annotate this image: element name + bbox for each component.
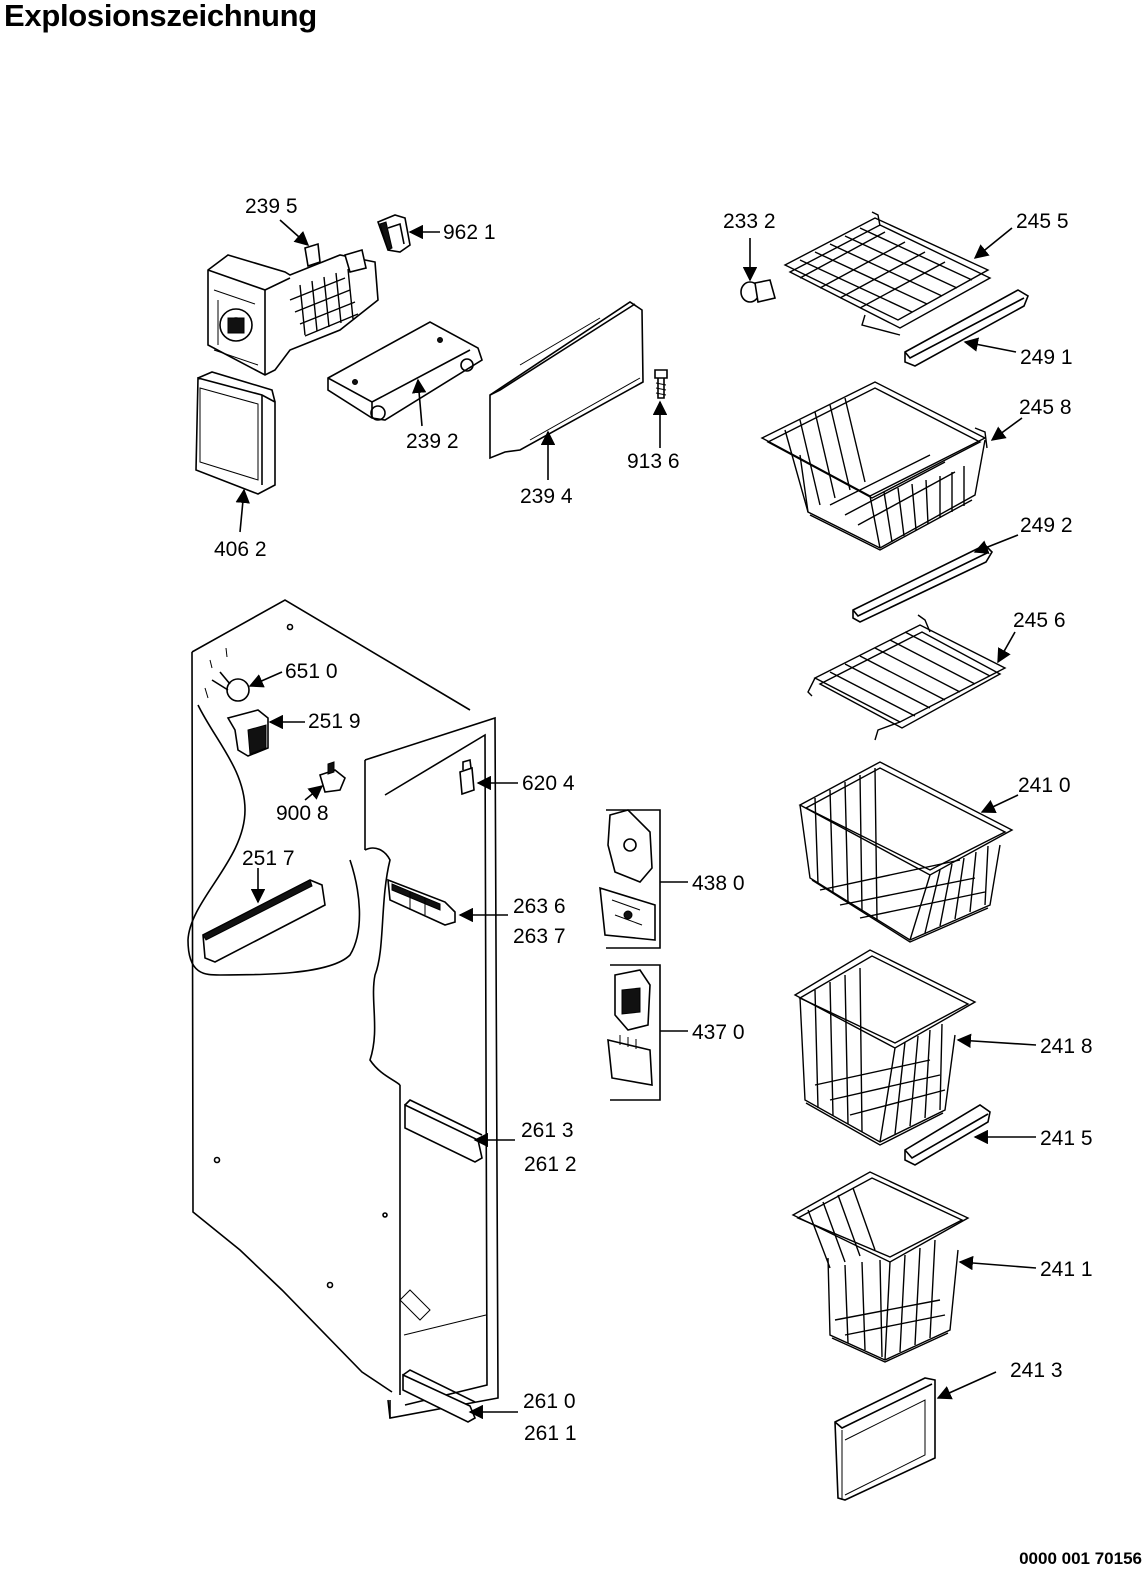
- ice-maker-cover-part: [195, 371, 276, 495]
- label-263-6: 263 6: [513, 895, 566, 918]
- label-239-5: 239 5: [245, 195, 298, 218]
- label-249-1: 249 1: [1020, 346, 1073, 369]
- rail-part: [904, 289, 1029, 367]
- label-249-2: 249 2: [1020, 514, 1073, 537]
- slide-rail-part: [402, 1369, 477, 1423]
- slide-rail-part: [404, 1099, 483, 1163]
- label-245-6: 245 6: [1013, 609, 1066, 632]
- wire-basket-part: [798, 761, 1014, 943]
- label-241-0: 241 0: [1018, 774, 1071, 797]
- label-263-7: 263 7: [513, 925, 566, 948]
- wire-shelf-part: [783, 211, 992, 336]
- clip-part: [376, 214, 411, 253]
- trim-strip-part: [202, 879, 326, 963]
- part-labels: 239 5 962 1 233 2 245 5 249 1 239 2 239 …: [214, 195, 1093, 1445]
- document-number: 0000 001 70156: [1019, 1549, 1142, 1568]
- page-title: Explosionszeichnung: [4, 0, 317, 33]
- label-620-4: 620 4: [522, 772, 575, 795]
- wire-basket-part: [791, 1171, 970, 1363]
- label-913-6: 913 6: [627, 450, 680, 473]
- label-245-5: 245 5: [1016, 210, 1069, 233]
- lamp-cover-part: [226, 709, 269, 757]
- wire-basket-part: [793, 949, 977, 1146]
- label-261-0: 261 0: [523, 1390, 576, 1413]
- basket-front-part: [834, 1377, 936, 1501]
- label-261-3: 261 3: [521, 1119, 574, 1142]
- label-261-1: 261 1: [524, 1422, 577, 1445]
- label-406-2: 406 2: [214, 538, 267, 561]
- label-251-9: 251 9: [308, 710, 361, 733]
- label-239-4: 239 4: [520, 485, 573, 508]
- label-245-8: 245 8: [1019, 396, 1072, 419]
- leader-lines: [235, 219, 1037, 1420]
- label-437-0: 437 0: [692, 1021, 745, 1044]
- label-962-1: 962 1: [443, 221, 496, 244]
- label-900-8: 900 8: [276, 802, 329, 825]
- label-241-5: 241 5: [1040, 1127, 1093, 1150]
- label-241-3: 241 3: [1010, 1359, 1063, 1382]
- switch-part: [319, 761, 346, 793]
- label-233-2: 233 2: [723, 210, 776, 233]
- label-241-8: 241 8: [1040, 1035, 1093, 1058]
- bracket-part: [327, 321, 483, 421]
- label-239-2: 239 2: [406, 430, 459, 453]
- tube-part: [904, 1104, 991, 1166]
- label-241-1: 241 1: [1040, 1258, 1093, 1281]
- ice-maker-part: [207, 242, 379, 376]
- label-251-7: 251 7: [242, 847, 295, 870]
- screw-part: [654, 369, 668, 399]
- wire-basket-part: [760, 381, 988, 551]
- control-module-437-part: [607, 964, 661, 1101]
- wire-shelf-part: [807, 614, 1007, 741]
- door-switch-part: [459, 758, 475, 796]
- cabinet-liner-part: [187, 599, 499, 1419]
- panel-part: [489, 301, 644, 460]
- rail-part: [852, 544, 994, 623]
- label-438-0: 438 0: [692, 872, 745, 895]
- control-module-438-part: [599, 809, 661, 949]
- label-651-0: 651 0: [285, 660, 338, 683]
- light-bracket-part: [387, 878, 456, 926]
- knob-part: [740, 279, 776, 303]
- lamp-part: [211, 671, 250, 702]
- label-261-2: 261 2: [524, 1153, 577, 1176]
